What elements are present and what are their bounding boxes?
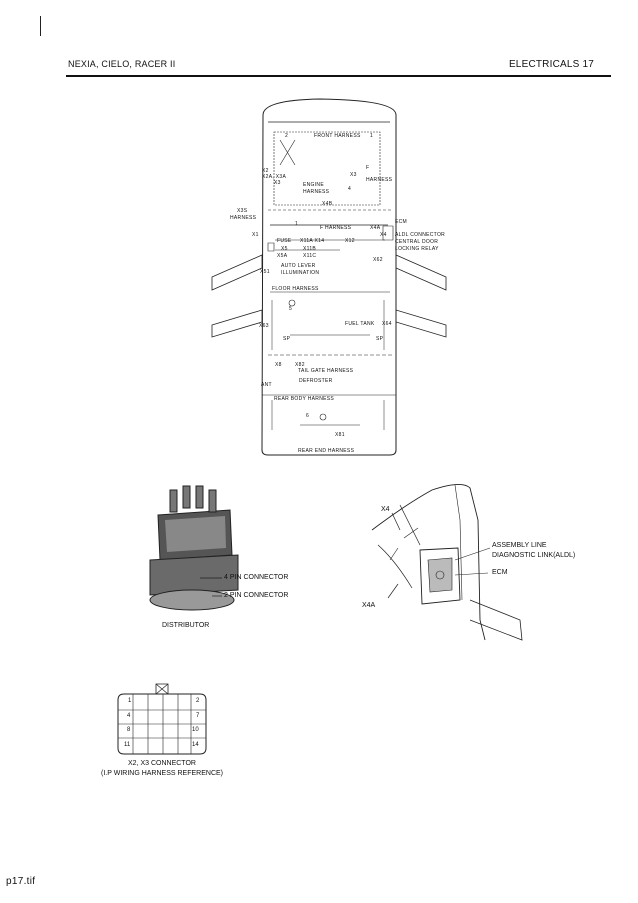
label-x82: X82 <box>295 362 305 368</box>
label-front-harness: FRONT HARNESS <box>314 133 361 139</box>
label-f-harness-2: F HARNESS <box>320 225 352 231</box>
label-x3-right: X3 <box>350 172 357 178</box>
label-4: 4 <box>348 186 352 192</box>
label-aldl: DIAGNOSTIC LINK(ALDL) <box>492 552 576 559</box>
label-x1: X1 <box>252 232 259 238</box>
label-x11-x14: X11A X14 <box>300 238 325 244</box>
label-sp-right: SP <box>376 336 384 342</box>
label-ecm: ECM <box>395 219 408 225</box>
label-x4: X4 <box>381 506 390 513</box>
label-x5: X5 <box>281 246 288 252</box>
pin-8: 8 <box>127 727 131 733</box>
label-auto-lever: AUTO LEVER <box>281 263 316 269</box>
pin-4: 4 <box>127 713 131 719</box>
header-rule <box>66 75 611 77</box>
label-x3: X3 <box>274 180 281 186</box>
label-2: 2 <box>285 133 289 139</box>
label-x4a: X4A <box>370 225 381 231</box>
label-f-harness: HARNESS <box>366 177 393 183</box>
pin-1: 1 <box>128 698 132 704</box>
label-4-pin-connector: 4 PIN CONNECTOR <box>224 574 289 581</box>
label-engine: ENGINE <box>303 182 324 188</box>
header-section: ELECTRICALS 17 <box>508 59 594 70</box>
header-models: NEXIA, CIELO, RACER II <box>68 59 176 69</box>
connector-caption: X2, X3 CONNECTOR <box>128 760 196 767</box>
label-assembly-line: ASSEMBLY LINE <box>492 542 547 549</box>
pin-7: 7 <box>196 713 200 719</box>
label-2-pin-connector: 2 PIN CONNECTOR <box>224 592 289 599</box>
label-x64: X64 <box>382 321 392 327</box>
label-tail-gate-harness: TAIL GATE HARNESS <box>298 368 354 374</box>
file-name: p17.tif <box>6 876 36 887</box>
label-rear-end-harness: REAR END HARNESS <box>298 448 355 454</box>
label-x4a: X4A <box>362 602 376 609</box>
label-x62: X62 <box>373 257 383 263</box>
label-1b: 1 <box>295 221 299 227</box>
label-x11b: X11B <box>303 246 317 252</box>
label-sp-left: SP <box>283 336 291 342</box>
label-x11c: X11C <box>303 253 317 259</box>
label-x4: X4 <box>380 232 387 238</box>
distributor-caption: DISTRIBUTOR <box>162 622 210 629</box>
pin-2: 2 <box>196 698 200 704</box>
pin-11: 11 <box>124 742 131 748</box>
label-ant: ANT <box>261 382 272 388</box>
label-floor-harness: FLOOR HARNESS <box>272 286 319 292</box>
label-fuse: FUSE <box>277 238 292 244</box>
label-x3s-harness: HARNESS <box>230 215 257 221</box>
label-x2: X2 <box>262 168 269 174</box>
margin-mark <box>40 16 41 36</box>
label-x3s: X3S <box>237 208 248 214</box>
label-x8: X8 <box>275 362 282 368</box>
label-6: 6 <box>306 413 310 419</box>
pin-14: 14 <box>192 742 199 748</box>
label-x63: X63 <box>259 323 269 329</box>
label-x51: X51 <box>260 269 270 275</box>
label-1: 1 <box>370 133 374 139</box>
label-locking-relay: LOCKING RELAY <box>395 246 439 252</box>
label-aldl-connector: ALDL CONNECTOR <box>395 232 446 238</box>
label-x12: X12 <box>345 238 355 244</box>
label-ecm: ECM <box>492 569 508 576</box>
label-x2a-x3a: X2A, X3A <box>262 174 287 180</box>
label-x4b: X4B <box>322 201 333 207</box>
label-engine-harness: HARNESS <box>303 189 330 195</box>
label-defroster: DEFROSTER <box>299 378 333 384</box>
label-x81: X81 <box>335 432 345 438</box>
label-rear-body-harness: REAR BODY HARNESS <box>274 396 335 402</box>
label-central-door: CENTRAL DOOR <box>395 239 439 245</box>
pin-10: 10 <box>192 727 199 733</box>
label-fuel-tank: FUEL TANK <box>345 321 375 327</box>
label-f: F <box>366 165 370 171</box>
label-illumination: ILLUMINATION <box>281 270 320 276</box>
label-5: 5 <box>289 306 293 312</box>
label-x5a: X5A <box>277 253 288 259</box>
connector-caption-reference: (I.P WIRING HARNESS REFERENCE) <box>101 770 223 777</box>
